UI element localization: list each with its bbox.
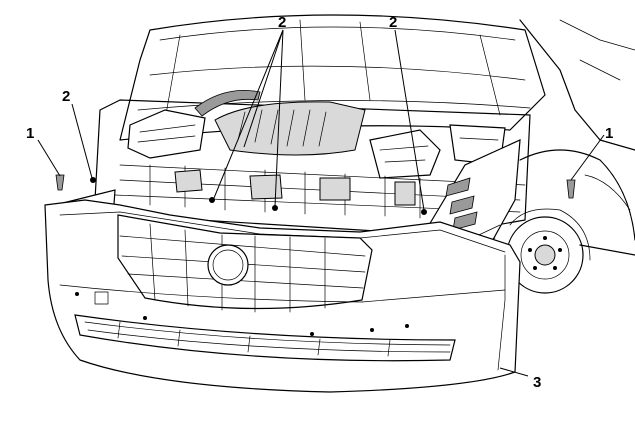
callout-1-left: 1 xyxy=(26,125,34,142)
callout-1-right: 1 xyxy=(605,125,613,142)
right-body-side xyxy=(519,19,635,256)
front-bumper-fascia xyxy=(44,199,521,393)
fastener-markers xyxy=(55,174,576,215)
callout-2-center: 2 xyxy=(278,14,286,31)
callout-2-right: 2 xyxy=(389,14,397,31)
callout-labels: 1 2 2 2 1 3 xyxy=(26,14,613,391)
callout-2-left: 2 xyxy=(62,88,70,105)
leader-lines xyxy=(37,29,605,377)
callout-3: 3 xyxy=(533,374,541,391)
